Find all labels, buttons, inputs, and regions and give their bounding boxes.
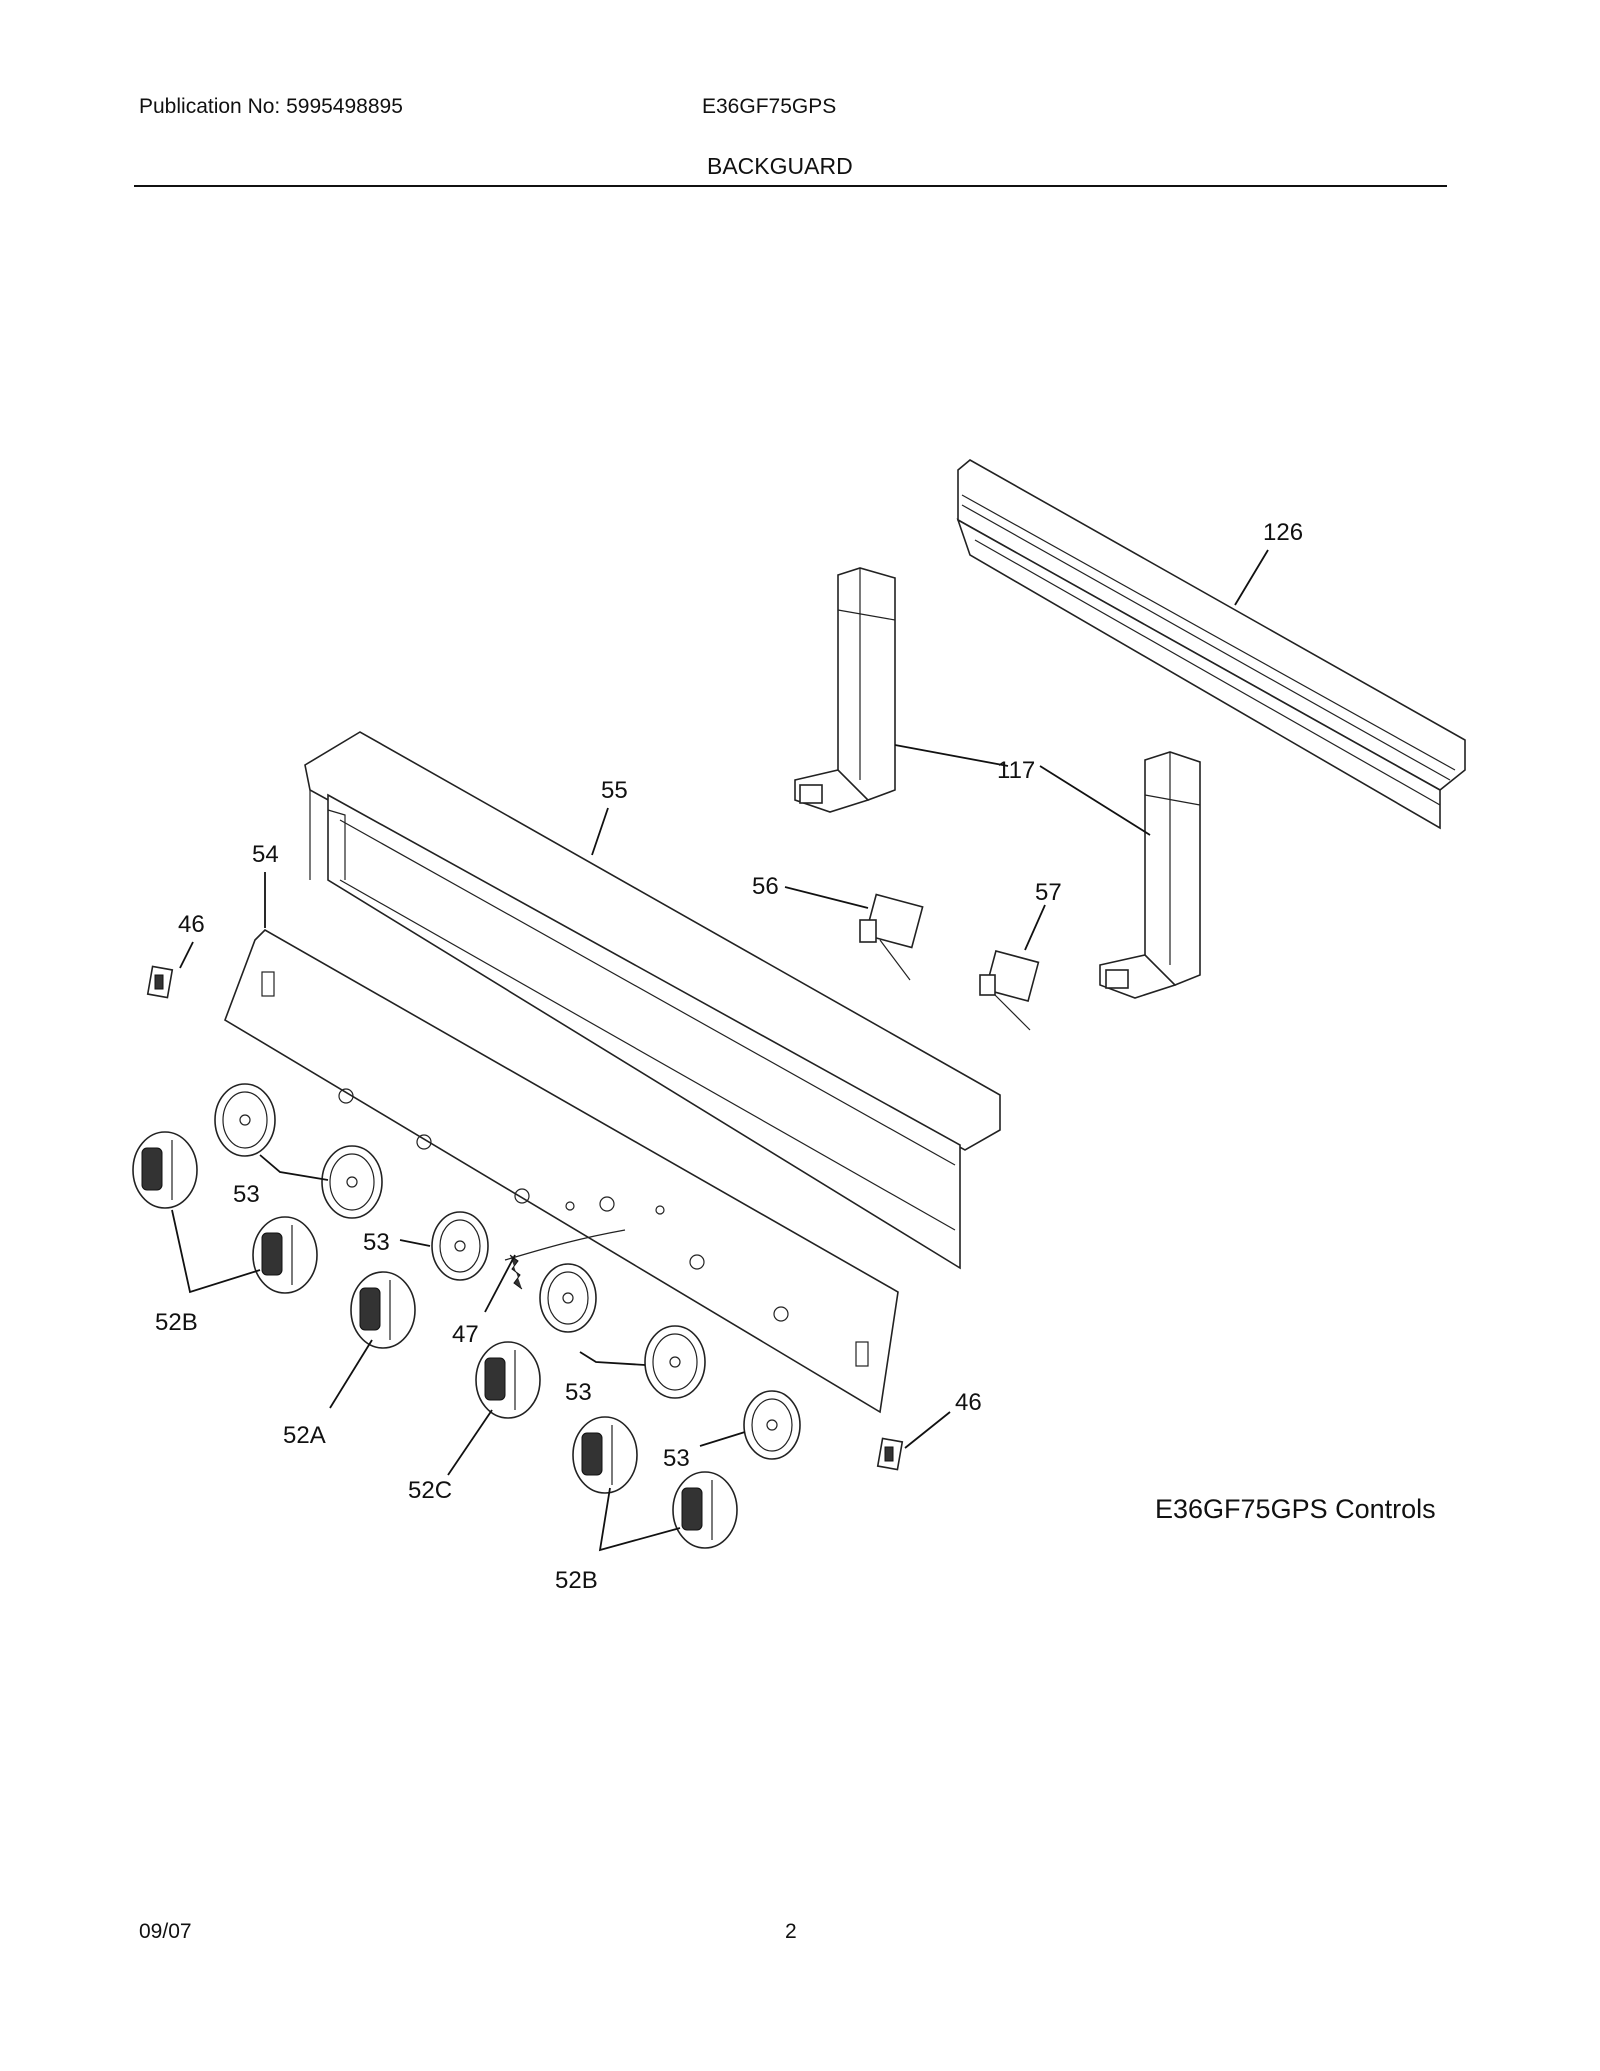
footer-date: 09/07 xyxy=(139,1920,192,1943)
part-53-bezel xyxy=(321,1145,383,1219)
leader-lines xyxy=(171,549,1269,1552)
part-53-bezel xyxy=(539,1263,597,1333)
label-52B: 52B xyxy=(555,1567,598,1594)
part-52A-knob xyxy=(350,1271,416,1349)
label-52C: 52C xyxy=(408,1477,452,1504)
part-53-bezel xyxy=(431,1211,489,1281)
label-46-left: 46 xyxy=(178,911,205,938)
header-rule xyxy=(134,185,1447,187)
part-46-clip-right xyxy=(876,1437,904,1471)
label-46-right: 46 xyxy=(955,1389,982,1416)
part-52B-knob xyxy=(572,1416,638,1494)
part-53-bezel xyxy=(214,1083,276,1157)
part-56-switch xyxy=(859,893,924,981)
label-53: 53 xyxy=(663,1445,690,1472)
section-title: BACKGUARD xyxy=(707,153,853,179)
part-53-bezel xyxy=(743,1390,801,1460)
part-117-bracket-left xyxy=(794,567,896,813)
part-126-trim xyxy=(956,459,1466,830)
part-55-backguard-housing xyxy=(304,731,1001,1270)
label-53: 53 xyxy=(565,1379,592,1406)
part-117-bracket-right xyxy=(1099,751,1201,999)
label-54: 54 xyxy=(252,841,279,868)
part-53-bezel xyxy=(644,1325,706,1399)
label-56: 56 xyxy=(752,873,779,900)
label-126: 126 xyxy=(1263,519,1303,546)
part-52B-knob xyxy=(672,1471,738,1549)
part-52C-knob xyxy=(475,1341,541,1419)
label-53: 53 xyxy=(233,1181,260,1208)
model-number: E36GF75GPS xyxy=(702,95,837,118)
diagram-caption: E36GF75GPS Controls xyxy=(1155,1494,1436,1524)
label-47: 47 xyxy=(452,1321,479,1348)
publication-number: Publication No: 5995498895 xyxy=(139,95,403,118)
part-57-switch xyxy=(979,950,1040,1031)
label-52A: 52A xyxy=(283,1422,326,1449)
label-57: 57 xyxy=(1035,879,1062,906)
page-number: 2 xyxy=(785,1920,797,1943)
part-46-clip-left xyxy=(146,965,174,999)
label-117: 117 xyxy=(997,757,1035,784)
label-52B: 52B xyxy=(155,1309,198,1336)
part-52B-knob xyxy=(132,1131,198,1209)
label-55: 55 xyxy=(601,777,628,804)
part-52B-knob xyxy=(252,1216,318,1294)
part-47-wire xyxy=(504,1229,626,1290)
part-54-control-panel xyxy=(224,929,899,1414)
label-53: 53 xyxy=(363,1229,390,1256)
